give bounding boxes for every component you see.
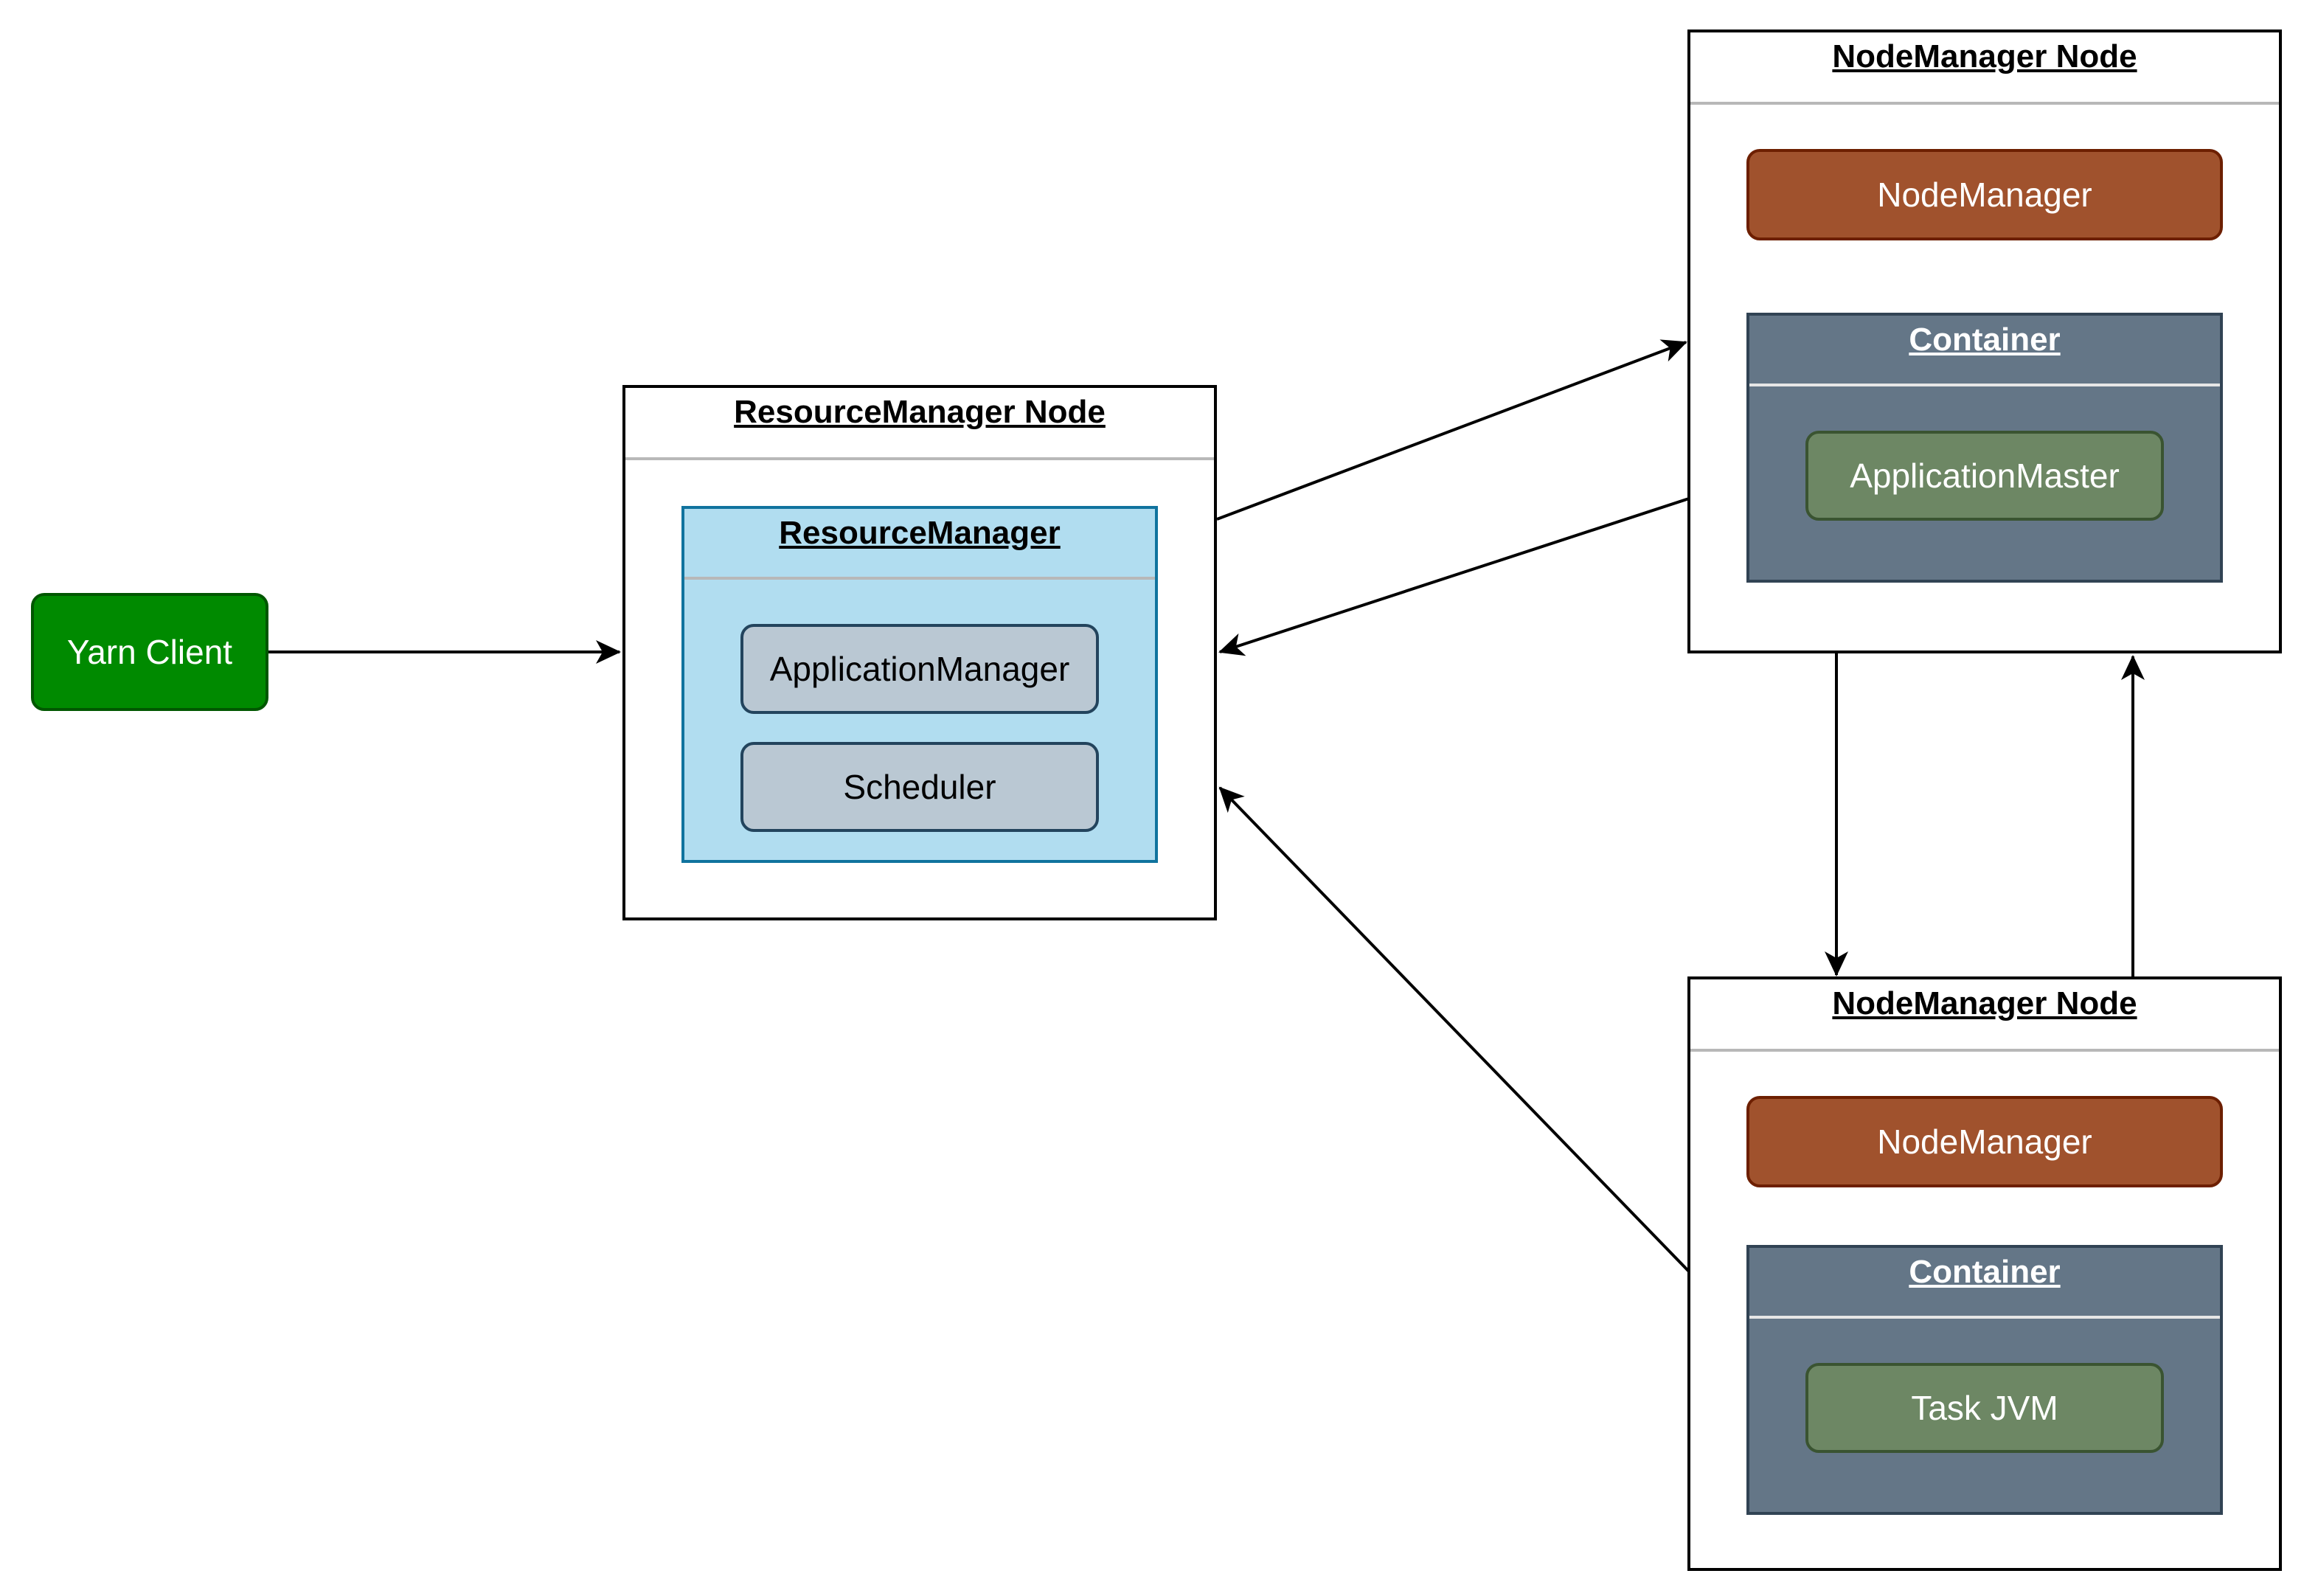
container-1-divider xyxy=(1749,384,2220,386)
container-2-title: Container xyxy=(1909,1254,2061,1290)
edge-nm1-to-rm xyxy=(1218,497,1690,656)
scheduler-component[interactable]: Scheduler xyxy=(740,742,1099,832)
yarn-client[interactable]: Yarn Client xyxy=(31,593,268,711)
node-manager-node-1-title: NodeManager Node xyxy=(1832,38,2137,74)
resource-manager-node[interactable]: ResourceManager Node ResourceManager App… xyxy=(622,385,1217,920)
resource-manager-node-divider xyxy=(625,457,1214,460)
node-manager-node-1-divider xyxy=(1690,102,2279,105)
node-manager-node-2-divider xyxy=(1690,1049,2279,1052)
task-jvm[interactable]: Task JVM xyxy=(1805,1363,2164,1453)
container-2-divider xyxy=(1749,1316,2220,1319)
node-manager-2[interactable]: NodeManager xyxy=(1746,1096,2223,1187)
node-manager-node-1[interactable]: NodeManager Node NodeManager Container A… xyxy=(1687,30,2282,653)
node-manager-1-label: NodeManager xyxy=(1877,176,2092,214)
yarn-client-label: Yarn Client xyxy=(66,633,233,671)
resource-manager-box[interactable]: ResourceManager ApplicationManager Sched… xyxy=(681,506,1158,863)
application-master-label: ApplicationMaster xyxy=(1850,457,2120,495)
edge-nm2-to-rm xyxy=(1218,786,1690,1273)
node-manager-node-2[interactable]: NodeManager Node NodeManager Container T… xyxy=(1687,976,2282,1571)
container-2[interactable]: Container Task JVM xyxy=(1746,1245,2223,1515)
node-manager-node-2-title: NodeManager Node xyxy=(1832,985,2137,1021)
scheduler-label: Scheduler xyxy=(843,768,996,806)
task-jvm-label: Task JVM xyxy=(1911,1389,2058,1427)
node-manager-2-label: NodeManager xyxy=(1877,1123,2092,1161)
node-manager-1[interactable]: NodeManager xyxy=(1746,149,2223,240)
application-master[interactable]: ApplicationMaster xyxy=(1805,431,2164,521)
resource-manager-node-title: ResourceManager Node xyxy=(734,394,1106,430)
container-1-title: Container xyxy=(1909,322,2061,358)
application-manager-label: ApplicationManager xyxy=(769,650,1070,688)
resource-manager-divider xyxy=(684,577,1155,580)
container-1[interactable]: Container ApplicationMaster xyxy=(1746,313,2223,583)
application-manager-component[interactable]: ApplicationManager xyxy=(740,624,1099,714)
resource-manager-title: ResourceManager xyxy=(779,515,1061,551)
edge-rm-to-nm1 xyxy=(1216,339,1687,521)
